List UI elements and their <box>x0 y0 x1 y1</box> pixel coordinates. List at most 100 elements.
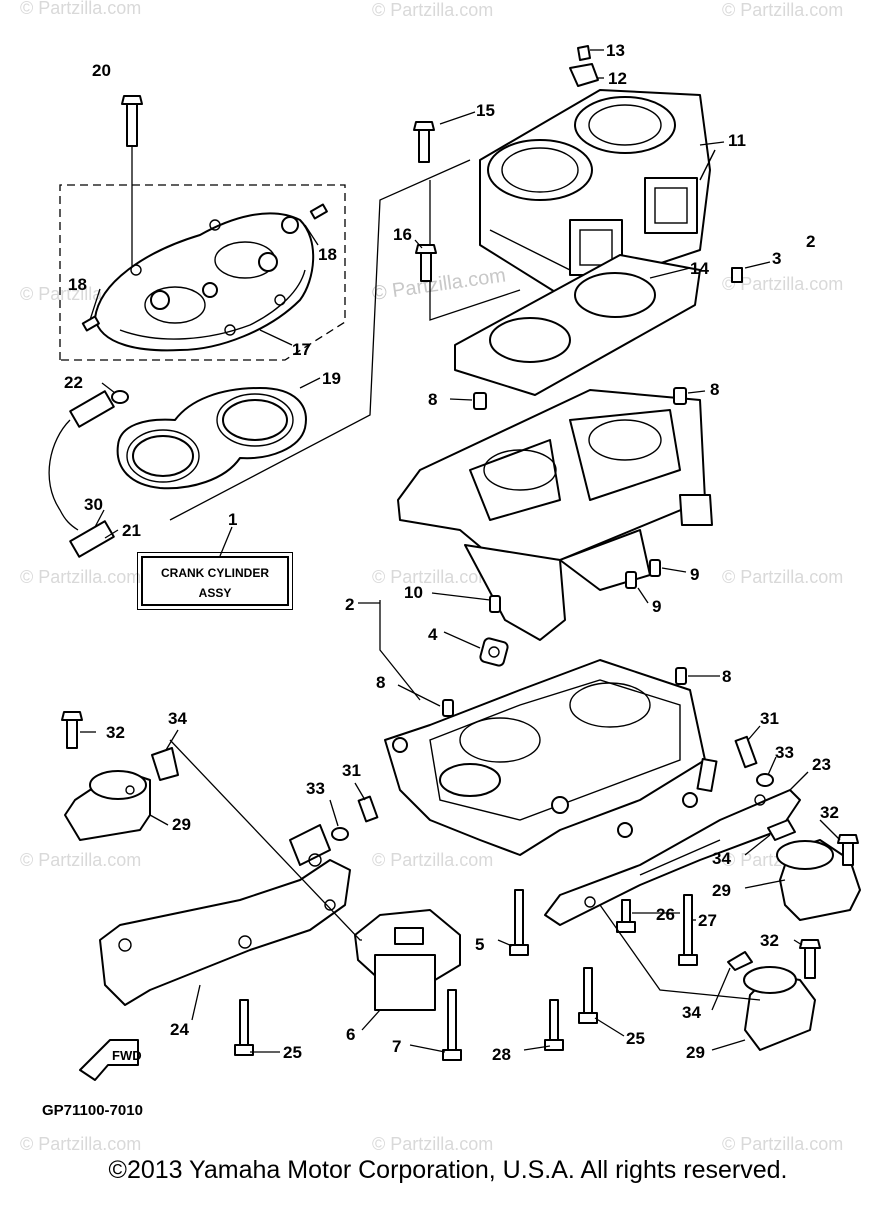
watermark: © Partzilla.com <box>372 0 493 20</box>
assembly-label-line1: CRANK CYLINDER <box>161 566 269 580</box>
callout-25: 25 <box>626 1029 645 1048</box>
callout-10: 10 <box>404 583 423 602</box>
callout-34: 34 <box>712 849 731 868</box>
callout-26: 26 <box>656 905 675 924</box>
watermarks: © Partzilla.com © Partzilla.com © Partzi… <box>20 0 843 1154</box>
lower-crankcase-icon <box>384 659 718 856</box>
sensor-12-icon <box>569 45 599 87</box>
cylinder-head-group-box <box>59 184 346 361</box>
callout-12: 12 <box>608 69 627 88</box>
callout-14: 14 <box>690 259 709 278</box>
watermark: © Partzilla.com <box>371 264 508 305</box>
dowel-pin-18-icon <box>81 203 328 332</box>
callout-6: 6 <box>346 1025 355 1044</box>
callout-7: 7 <box>392 1037 401 1056</box>
callout-27: 27 <box>698 911 717 930</box>
callout-labels: 1 2 2 3 4 5 6 7 8 8 8 8 9 9 10 11 12 13 … <box>64 41 839 1064</box>
callout-24: 24 <box>170 1020 189 1039</box>
upper-crankcase-icon <box>397 389 713 641</box>
callout-34: 34 <box>168 709 187 728</box>
watermark: © Partzilla.com <box>20 0 141 18</box>
dowel-pins-icon <box>442 387 687 717</box>
bolt-16-icon <box>415 244 437 282</box>
callout-32: 32 <box>106 723 125 742</box>
callout-20: 20 <box>92 61 111 80</box>
engine-mount-29-icon <box>743 966 816 1051</box>
watermark: © Partzilla.com <box>722 567 843 587</box>
head-gasket-icon <box>116 387 307 490</box>
callout-30: 30 <box>84 495 103 514</box>
callout-33: 33 <box>306 779 325 798</box>
callout-13: 13 <box>606 41 625 60</box>
diagram-code: GP71100-7010 <box>42 1102 143 1119</box>
callout-8: 8 <box>376 673 385 692</box>
callout-21: 21 <box>122 521 141 540</box>
engine-bracket-24-icon <box>99 824 351 1006</box>
copyright-footer: ©2013 Yamaha Motor Corporation, U.S.A. A… <box>108 1156 788 1184</box>
fwd-label: FWD <box>112 1048 142 1063</box>
leader-lines <box>80 49 841 1053</box>
callout-25: 25 <box>283 1043 302 1062</box>
bolt-15-icon <box>413 121 435 163</box>
crankcase-group-line <box>379 600 421 701</box>
watermark: © Partzilla.com <box>722 274 843 294</box>
callout-17: 17 <box>292 340 311 359</box>
callout-18: 18 <box>68 275 87 294</box>
callout-9: 9 <box>690 565 699 584</box>
callout-8: 8 <box>710 380 719 399</box>
callout-22: 22 <box>64 373 83 392</box>
callout-31: 31 <box>760 709 779 728</box>
watermark: © Partzilla.com <box>372 567 493 587</box>
callout-19: 19 <box>322 369 341 388</box>
callout-2: 2 <box>345 595 354 614</box>
engine-mount-29-icon <box>776 839 861 921</box>
bolts-icon <box>61 711 859 1061</box>
callout-4: 4 <box>428 625 438 644</box>
callout-23: 23 <box>812 755 831 774</box>
mount-block-6-icon <box>354 909 461 1011</box>
callout-32: 32 <box>760 931 779 950</box>
gasket-group-line <box>169 159 471 521</box>
callout-29: 29 <box>686 1043 705 1062</box>
bolt-20-icon <box>121 95 143 270</box>
watermark: © Partzilla.com <box>20 567 141 587</box>
callout-31: 31 <box>342 761 361 780</box>
callout-8: 8 <box>722 667 731 686</box>
callout-8: 8 <box>428 390 437 409</box>
washers-icon <box>331 773 774 841</box>
watermark: © Partzilla.com <box>20 850 141 870</box>
forward-arrow-icon: FWD <box>79 1039 142 1081</box>
watermark: © Partzilla.com <box>372 850 493 870</box>
watermark: © Partzilla.com <box>20 1134 141 1154</box>
callout-29: 29 <box>172 815 191 834</box>
callout-33: 33 <box>775 743 794 762</box>
cylinder-block-icon <box>479 89 716 296</box>
callout-34: 34 <box>682 1003 701 1022</box>
watermark: © Partzilla.com <box>722 0 843 20</box>
callout-18: 18 <box>318 245 337 264</box>
callout-9: 9 <box>652 597 661 616</box>
callout-2: 2 <box>806 232 815 251</box>
watermark: © Partzilla.com <box>372 1134 493 1154</box>
callout-1: 1 <box>228 510 237 529</box>
engine-bracket-23-icon <box>544 789 801 926</box>
assembly-label-box: CRANK CYLINDER ASSY <box>137 552 293 610</box>
watermark: © Partzilla.com <box>722 1134 843 1154</box>
callout-5: 5 <box>475 935 484 954</box>
callout-29: 29 <box>712 881 731 900</box>
callout-28: 28 <box>492 1045 511 1064</box>
bushing-4-icon <box>479 637 509 667</box>
assembly-label-line2: ASSY <box>198 586 232 600</box>
leader-line <box>169 739 362 941</box>
callout-15: 15 <box>476 101 495 120</box>
group-line <box>429 180 521 321</box>
plates-34-icon <box>151 747 796 971</box>
leader-line <box>599 904 761 1001</box>
callout-32: 32 <box>820 803 839 822</box>
cylinder-head-icon <box>94 212 315 352</box>
hose-icon <box>48 390 129 558</box>
callout-3: 3 <box>772 249 781 268</box>
engine-mount-29-icon <box>64 770 151 841</box>
